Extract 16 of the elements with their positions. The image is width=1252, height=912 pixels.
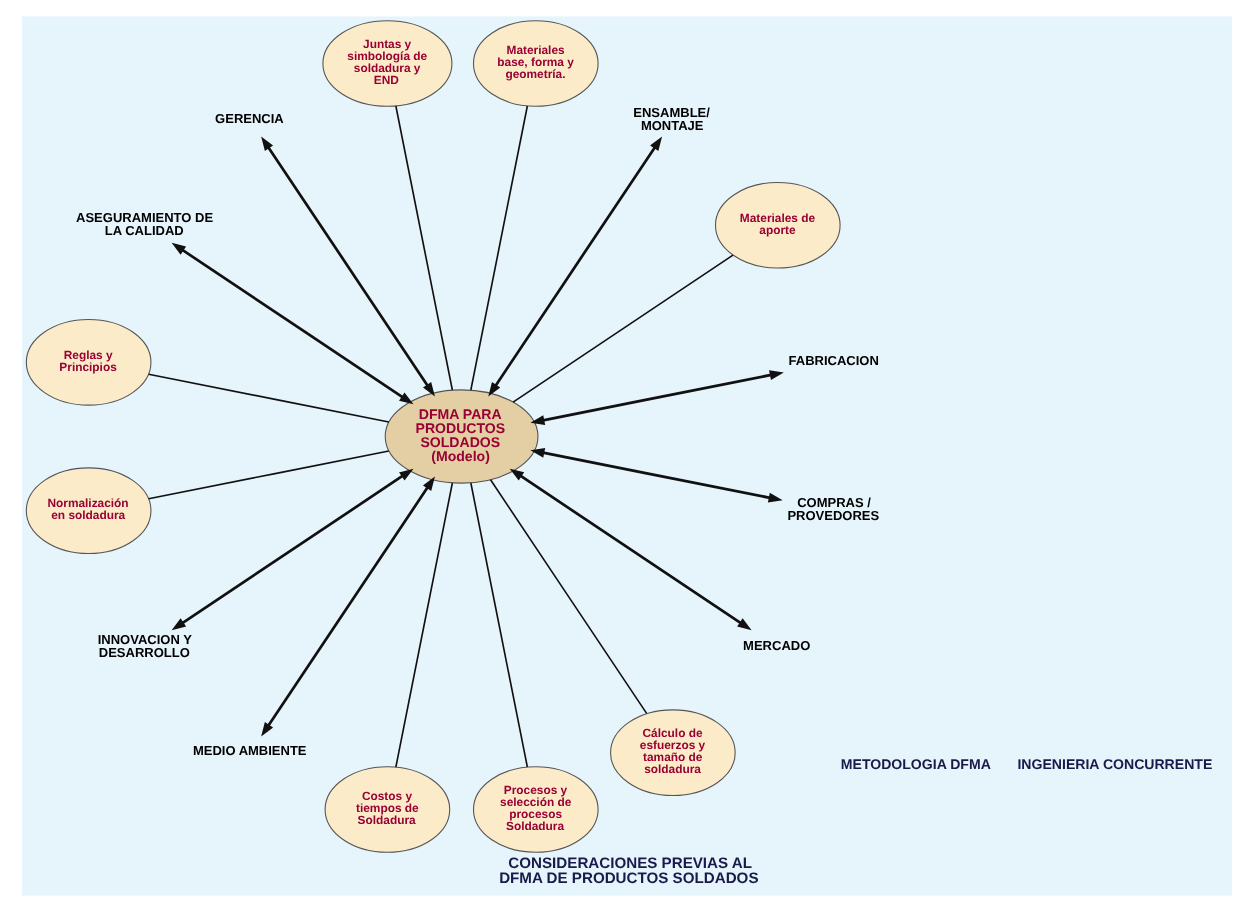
arrow bbox=[529, 448, 782, 503]
connector bbox=[488, 479, 647, 715]
arrow bbox=[260, 476, 434, 737]
arrow bbox=[260, 136, 434, 397]
arrow bbox=[487, 136, 662, 397]
connector bbox=[394, 105, 453, 391]
connector bbox=[146, 373, 389, 423]
connector bbox=[394, 482, 453, 768]
connector bbox=[469, 105, 528, 391]
arrow bbox=[508, 468, 751, 631]
connector bbox=[511, 254, 733, 403]
arrow bbox=[170, 242, 413, 405]
arrow bbox=[170, 468, 413, 631]
arrow bbox=[529, 370, 783, 425]
connector bbox=[469, 482, 528, 768]
connector bbox=[146, 450, 389, 500]
